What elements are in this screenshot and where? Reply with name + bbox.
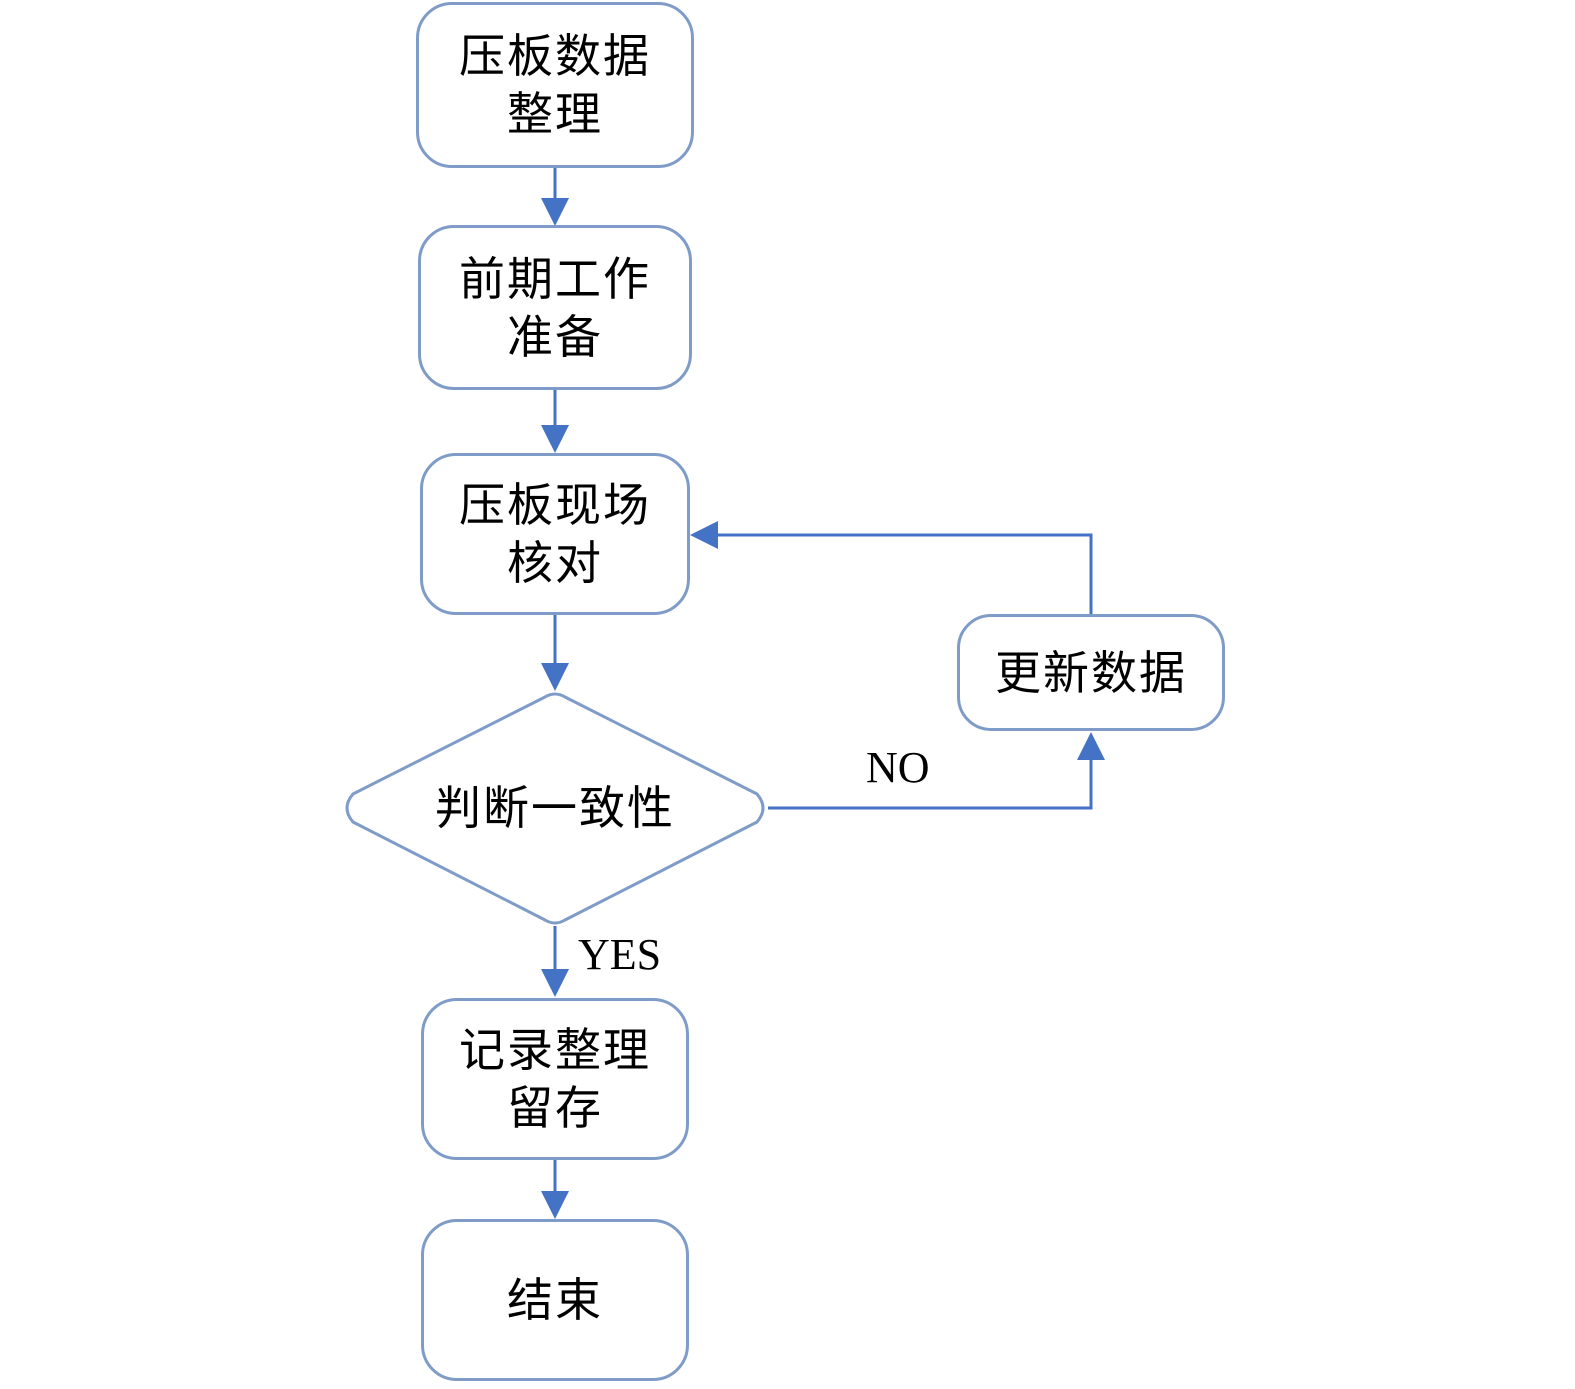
- decision-label: 判断一致性: [435, 781, 675, 835]
- node-record-archive-label: 记录整理 留存: [459, 1023, 651, 1135]
- node-preparation-label: 前期工作 准备: [459, 251, 651, 364]
- node-end-label: 结束: [507, 1273, 603, 1327]
- decision-diamond: [345, 692, 765, 925]
- edge-label-yes: YES: [578, 930, 662, 979]
- arrowhead-check-to-decision: [541, 663, 569, 691]
- node-update-data-label: 更新数据: [995, 645, 1187, 700]
- arrowhead-decision-to-update: [1077, 732, 1105, 760]
- node-data-organize-label: 压板数据 整理: [459, 29, 651, 141]
- arrowhead-prep-to-check: [541, 425, 569, 453]
- node-data-organize: 压板数据 整理: [416, 2, 694, 168]
- arrow-decision-to-update: [768, 760, 1093, 810]
- node-onsite-check: 压板现场 核对: [420, 453, 690, 615]
- arrowhead-update-to-check: [690, 521, 718, 549]
- node-update-data: 更新数据: [957, 614, 1225, 731]
- node-end: 结束: [421, 1219, 689, 1381]
- edge-label-no: NO: [866, 743, 930, 792]
- arrow-update-to-check: [718, 533, 1093, 615]
- node-onsite-check-label: 压板现场 核对: [459, 478, 651, 590]
- arrowhead-decision-to-record: [541, 969, 569, 997]
- node-record-archive: 记录整理 留存: [421, 998, 689, 1160]
- node-preparation: 前期工作 准备: [418, 225, 692, 390]
- arrowhead-data-to-prep: [541, 198, 569, 226]
- arrowhead-record-to-end: [541, 1191, 569, 1219]
